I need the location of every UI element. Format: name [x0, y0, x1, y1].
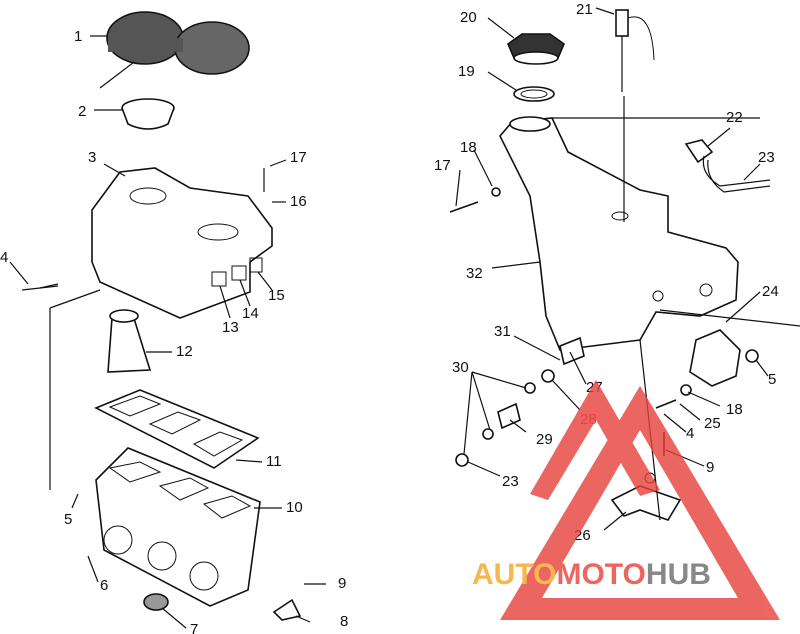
vent-hose: [702, 155, 771, 193]
fuel-fitting: [684, 139, 714, 164]
left-leader-lines: [9, 35, 326, 629]
callout-23-hose: 23: [758, 149, 775, 166]
callout-20: 20: [460, 9, 477, 26]
callout-30: 30: [452, 359, 469, 376]
callout-29: 29: [536, 431, 553, 448]
callout-32: 32: [466, 265, 483, 282]
callout-23-valve: 23: [502, 473, 519, 490]
watermark-text-moto: MOTO: [556, 558, 645, 591]
callout-8: 8: [340, 613, 348, 630]
fuel-valve-assembly: [455, 336, 585, 467]
cap-gasket: [513, 86, 555, 102]
callout-18-pump: 18: [726, 401, 743, 418]
callout-5-left: 5: [64, 511, 72, 528]
mount-bracket-small: [272, 598, 302, 621]
watermark-logo: AUTOMOTOHUB: [472, 380, 780, 620]
callout-12: 12: [176, 343, 193, 360]
drain-plug: [143, 593, 169, 611]
callout-7: 7: [190, 621, 198, 634]
callout-5-right: 5: [768, 371, 776, 388]
filter-adapter-ring: [121, 98, 175, 130]
svg-text:AUTOMOTOHUB: AUTOMOTOHUB: [472, 558, 711, 591]
callout-10: 10: [286, 499, 303, 516]
watermark-triangle-icon: [500, 386, 780, 620]
callout-15: 15: [268, 287, 285, 304]
watermark-text-hub: HUB: [646, 558, 711, 591]
callout-24: 24: [762, 283, 779, 300]
callout-21: 21: [576, 1, 593, 18]
fuel-tank: [499, 116, 739, 351]
callout-22: 22: [726, 109, 743, 126]
callout-2: 2: [78, 103, 86, 120]
watermark-text-auto: AUTO: [472, 558, 556, 591]
callout-18-tank: 18: [460, 139, 477, 156]
callout-19: 19: [458, 63, 475, 80]
fuel-gauge-sender: [615, 9, 655, 92]
callout-6: 6: [100, 577, 108, 594]
callout-17-left: 17: [290, 149, 307, 166]
intake-boot: [107, 309, 152, 373]
callout-labels: 1 2 3 4 5 6 7 8 9 10 11 12 13 14 15 16 1…: [0, 1, 779, 634]
fuel-cap: [507, 33, 565, 65]
callout-3: 3: [88, 149, 96, 166]
airbox-cover: [91, 167, 273, 319]
callout-17-right: 17: [434, 157, 451, 174]
gasket: [94, 389, 260, 469]
callout-14: 14: [242, 305, 259, 322]
callout-11: 11: [266, 453, 282, 470]
callout-1: 1: [74, 28, 82, 45]
callout-4-right: 4: [686, 425, 694, 442]
callout-9-left: 9: [338, 575, 346, 592]
callout-13: 13: [222, 319, 239, 336]
watermark-inner-triangle-icon: [530, 380, 660, 500]
callout-31: 31: [494, 323, 511, 340]
callout-4-left: 4: [0, 249, 8, 266]
callout-9-right: 9: [706, 459, 714, 476]
fuel-pump: [689, 329, 759, 387]
air-filter-element: [106, 11, 250, 75]
callout-16: 16: [290, 193, 307, 210]
callout-25: 25: [704, 415, 721, 432]
airbox-base: [95, 447, 261, 607]
